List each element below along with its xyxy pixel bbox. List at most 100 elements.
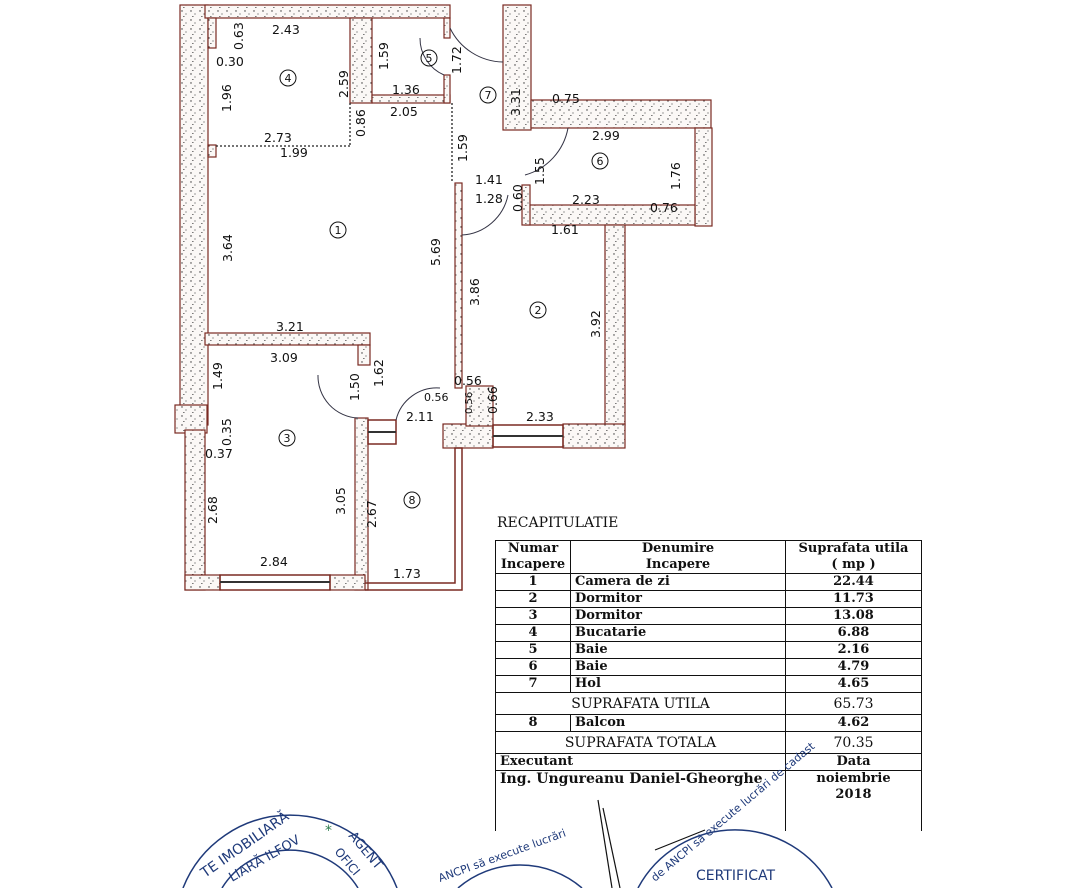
executant-name: Ing. Ungureanu Daniel-Gheorghe (495, 770, 786, 831)
row-name: Bucatarie (570, 624, 786, 642)
svg-text:3.92: 3.92 (588, 310, 603, 338)
svg-text:0.75: 0.75 (552, 91, 580, 106)
dimension-labels: 2.43 0.63 0.30 1.96 2.59 0.86 2.73 1.99 … (205, 22, 683, 581)
room-number-7: 7 (479, 86, 497, 104)
svg-text:1.62: 1.62 (371, 359, 386, 387)
svg-text:1.59: 1.59 (376, 42, 391, 70)
row-name: Dormitor (570, 590, 786, 608)
svg-text:4: 4 (285, 72, 292, 85)
header-denumire: Denumire (641, 541, 715, 556)
svg-text:6: 6 (597, 155, 604, 168)
stamp-right: de ANCPI să execute lucrări de cadast CE… (637, 739, 833, 888)
row-area: 4.62 (785, 714, 922, 732)
svg-text:1.55: 1.55 (532, 157, 547, 185)
svg-text:*: * (325, 823, 332, 839)
recap-title: RECAPITULATIE (497, 515, 619, 531)
svg-text:0.37: 0.37 (205, 446, 233, 461)
header-denumire-2: Incapere (645, 557, 711, 572)
svg-text:2.84: 2.84 (260, 554, 288, 569)
row-area: 2.16 (785, 641, 922, 659)
header-suprafata: Suprafata utila (798, 541, 909, 556)
svg-text:CERTIFICAT: CERTIFICAT (696, 868, 775, 884)
svg-text:3.09: 3.09 (270, 350, 298, 365)
svg-text:2.73: 2.73 (264, 130, 292, 145)
svg-text:0.56: 0.56 (464, 392, 475, 414)
svg-text:0.66: 0.66 (485, 386, 500, 414)
svg-text:2.68: 2.68 (205, 496, 220, 524)
room-number-8: 8 (403, 491, 421, 509)
svg-text:1.50: 1.50 (347, 373, 362, 401)
svg-text:2.43: 2.43 (272, 22, 300, 37)
svg-text:5: 5 (426, 52, 433, 65)
svg-text:1.36: 1.36 (392, 82, 420, 97)
row-name: Baie (570, 641, 786, 659)
svg-text:1.76: 1.76 (668, 162, 683, 190)
svg-text:1.99: 1.99 (280, 145, 308, 160)
svg-text:1.41: 1.41 (475, 172, 503, 187)
svg-text:0.86: 0.86 (353, 109, 368, 137)
data-label: Data (785, 753, 922, 771)
svg-text:0.35: 0.35 (219, 418, 234, 446)
svg-text:0.30: 0.30 (216, 54, 244, 69)
svg-text:0.63: 0.63 (231, 22, 246, 50)
stamp-middle: ANCPI să execute lucrări (437, 826, 583, 888)
svg-text:0.56: 0.56 (454, 373, 482, 388)
svg-text:2.23: 2.23 (572, 192, 600, 207)
totala-label: SUPRAFATA TOTALA (495, 731, 786, 754)
svg-text:2.67: 2.67 (364, 500, 379, 528)
svg-text:3.21: 3.21 (276, 319, 304, 334)
row-area: 22.44 (785, 573, 922, 591)
room-number-1: 1 (329, 221, 347, 239)
date-year: 2018 (835, 787, 872, 802)
svg-text:1: 1 (335, 224, 342, 237)
utila-label: SUPRAFATA UTILA (495, 692, 786, 715)
svg-text:2.99: 2.99 (592, 128, 620, 143)
svg-text:1.61: 1.61 (551, 222, 579, 237)
svg-text:0.56: 0.56 (424, 391, 449, 404)
room-numbers: 1 2 3 4 5 6 7 8 (278, 49, 609, 509)
row-area: 4.65 (785, 675, 922, 693)
svg-text:3.05: 3.05 (333, 487, 348, 515)
svg-text:3.31: 3.31 (508, 88, 523, 116)
svg-text:2: 2 (535, 304, 542, 317)
svg-text:3.86: 3.86 (467, 278, 482, 306)
room-number-5: 5 (420, 49, 438, 67)
walls (174, 4, 713, 591)
stamp-left: TE IMOBILIARĂ LIARĂ ILFOV * AGENT OFICI (182, 807, 398, 888)
room-number-3: 3 (278, 429, 296, 447)
svg-text:1.28: 1.28 (475, 191, 503, 206)
executant-label: Executant (495, 753, 786, 771)
svg-text:0.76: 0.76 (650, 200, 678, 215)
room-number-2: 2 (529, 301, 547, 319)
row-name: Camera de zi (570, 573, 786, 591)
svg-text:ANCPI să execute lucrări: ANCPI să execute lucrări (437, 826, 568, 884)
svg-text:3.64: 3.64 (220, 234, 235, 262)
room-number-6: 6 (591, 152, 609, 170)
svg-text:3: 3 (284, 432, 291, 445)
row-area: 11.73 (785, 590, 922, 608)
svg-text:0.60: 0.60 (510, 184, 525, 212)
svg-text:5.69: 5.69 (428, 238, 443, 266)
svg-text:2.33: 2.33 (526, 409, 554, 424)
svg-text:1.73: 1.73 (393, 566, 421, 581)
svg-text:de ANCPI să execute lucrări de: de ANCPI să execute lucrări de cadast (649, 739, 818, 884)
header-numar: Numar (507, 541, 559, 556)
svg-text:7: 7 (485, 89, 492, 102)
room-number-4: 4 (279, 69, 297, 87)
svg-text:1.96: 1.96 (219, 84, 234, 112)
signature (597, 799, 706, 888)
svg-text:2.05: 2.05 (390, 104, 418, 119)
svg-text:1.72: 1.72 (449, 46, 464, 74)
svg-text:1.49: 1.49 (210, 362, 225, 390)
header-numar-2: Incapere (500, 557, 566, 572)
